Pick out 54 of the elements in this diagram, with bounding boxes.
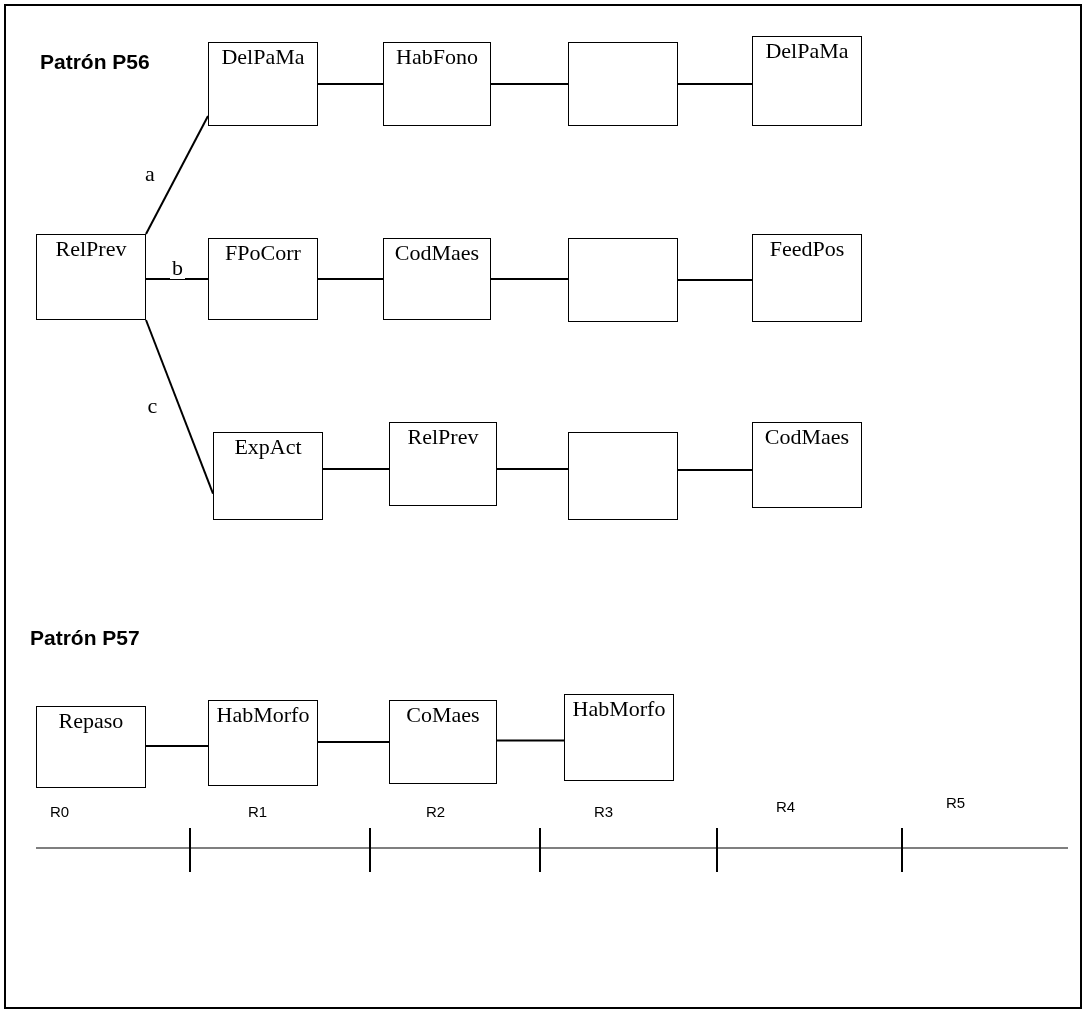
section-heading: Patrón P57 — [30, 626, 140, 650]
box-label: RelPrev — [55, 235, 127, 262]
process-box — [389, 700, 497, 784]
box-label: DelPaMa — [221, 43, 305, 70]
process-box — [208, 700, 318, 786]
connector-line — [317, 278, 384, 280]
box-label: Repaso — [58, 707, 124, 734]
round-label: R2 — [426, 803, 446, 820]
process-box — [36, 234, 146, 320]
connector-line — [145, 319, 214, 495]
process-box — [752, 234, 862, 322]
connector-line — [496, 468, 569, 470]
connector-line — [677, 469, 753, 471]
box-label: CodMaes — [394, 239, 480, 266]
process-box — [752, 36, 862, 126]
section-heading: Patrón P56 — [40, 50, 150, 74]
process-box — [383, 238, 491, 320]
process-box — [389, 422, 497, 506]
round-label: R3 — [594, 803, 614, 820]
box-label: HabMorfo — [572, 695, 666, 722]
process-box — [36, 706, 146, 788]
empty-box — [568, 432, 678, 520]
process-box — [208, 42, 318, 126]
connector-line — [145, 114, 209, 235]
connector-line — [322, 468, 390, 470]
box-label: DelPaMa — [765, 37, 849, 64]
box-label: ExpAct — [234, 433, 302, 460]
box-label: HabMorfo — [216, 701, 310, 728]
process-box — [752, 422, 862, 508]
box-label: FeedPos — [769, 235, 845, 262]
box-label: RelPrev — [407, 423, 479, 450]
round-label: R1 — [248, 803, 268, 820]
connector-line — [317, 83, 384, 85]
empty-box — [568, 42, 678, 126]
connector-line — [145, 745, 209, 747]
round-label: R5 — [946, 794, 966, 811]
connector-line — [496, 739, 565, 742]
connector-line — [317, 741, 390, 743]
connector-line — [677, 83, 753, 85]
process-box — [564, 694, 674, 781]
box-label: CoMaes — [406, 701, 480, 728]
process-box — [213, 432, 323, 520]
connector-line — [490, 83, 569, 85]
box-label: FPoCorr — [225, 239, 301, 266]
box-label: CodMaes — [764, 423, 850, 450]
connector-line — [677, 279, 753, 281]
process-box — [383, 42, 491, 126]
round-label: R0 — [50, 803, 70, 820]
connector-line — [145, 278, 209, 280]
empty-box — [568, 238, 678, 322]
box-label: HabFono — [396, 43, 478, 70]
connector-line — [490, 278, 569, 280]
process-box — [208, 238, 318, 320]
round-label: R4 — [776, 798, 796, 815]
